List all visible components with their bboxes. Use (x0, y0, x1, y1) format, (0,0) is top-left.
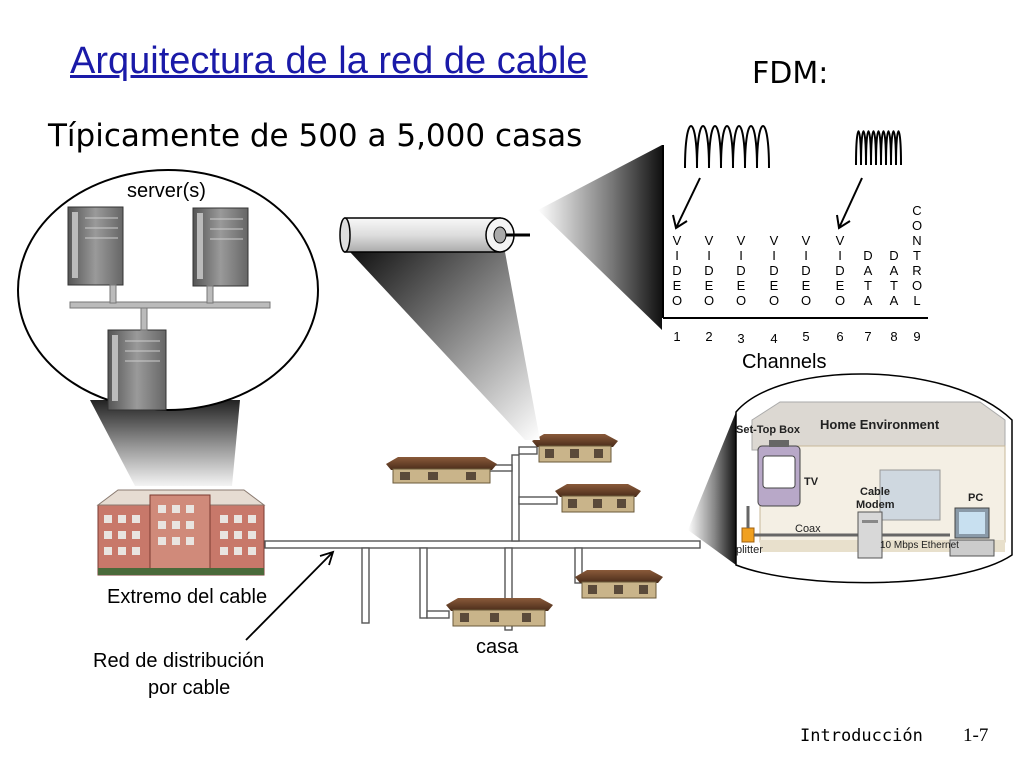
home-coax (746, 506, 858, 537)
pc-label: PC (968, 492, 984, 504)
pc-icon (949, 507, 995, 557)
house-icon (532, 434, 618, 463)
house-icon (575, 570, 663, 599)
distribution-network (264, 446, 701, 631)
ethernet-label: 10 Mbps Ethernet (880, 540, 959, 551)
servers-label: server(s) (127, 180, 206, 202)
channel-number-5: 5 (802, 329, 810, 344)
cable-modem-label-line2: Modem (856, 499, 895, 511)
low-frequency-waveform (684, 125, 770, 169)
subtitle: Típicamente de 500 a 5,000 casas (48, 118, 583, 154)
channel-number-7: 7 (864, 329, 872, 344)
cable-modem-label-line1: Cable (860, 486, 890, 498)
cable-modem-icon (857, 511, 883, 559)
tv-label: TV (804, 476, 819, 488)
channel-number-3: 3 (737, 331, 745, 346)
house-icon (446, 598, 553, 627)
tv-icon (757, 440, 801, 507)
splitter-icon (741, 527, 755, 543)
fdm-spectrum-axis (662, 145, 928, 319)
zoom-cone-cable (350, 252, 540, 440)
arrow-icon (245, 550, 335, 641)
server-icon (67, 206, 124, 286)
head-end-building-icon (96, 489, 266, 576)
distribution-label-line2: por cable (148, 677, 231, 699)
page-number: 1-7 (963, 725, 989, 746)
zoom-cone-fdm (538, 145, 662, 330)
head-end-label: Extremo del cable (107, 586, 268, 608)
channel-number-9: 9 (913, 329, 921, 344)
channel-number-8: 8 (890, 329, 898, 344)
footer-section-label: Introducción (800, 726, 923, 746)
zoom-cone-servers (90, 400, 240, 486)
house-icon (386, 457, 497, 484)
arrow-icon (672, 177, 701, 230)
channel-number-6: 6 (836, 329, 844, 344)
channel-number-2: 2 (705, 329, 713, 344)
high-frequency-waveform (855, 130, 902, 166)
coax-label: Coax (795, 523, 821, 535)
coax-cable-icon (339, 217, 530, 253)
channel-number-4: 4 (770, 331, 778, 346)
zoom-cone-home (688, 412, 736, 565)
servers-zoom-circle (17, 169, 319, 411)
server-lan (69, 284, 271, 331)
page-title: Arquitectura de la red de cable (70, 40, 588, 82)
arrow-icon (836, 177, 863, 230)
server-icon (107, 329, 167, 411)
home-label: casa (476, 636, 519, 658)
channels-label: Channels (742, 351, 827, 373)
fdm-label: FDM: (752, 56, 829, 91)
set-top-box-label: Set-Top Box (736, 424, 800, 436)
house-icon (555, 484, 641, 513)
channel-number-1: 1 (673, 329, 681, 344)
distribution-label-line1: Red de distribución (93, 650, 265, 672)
home-environment-heading: Home Environment (820, 417, 940, 432)
splitter-label: plitter (736, 544, 763, 556)
server-icon (192, 207, 249, 287)
